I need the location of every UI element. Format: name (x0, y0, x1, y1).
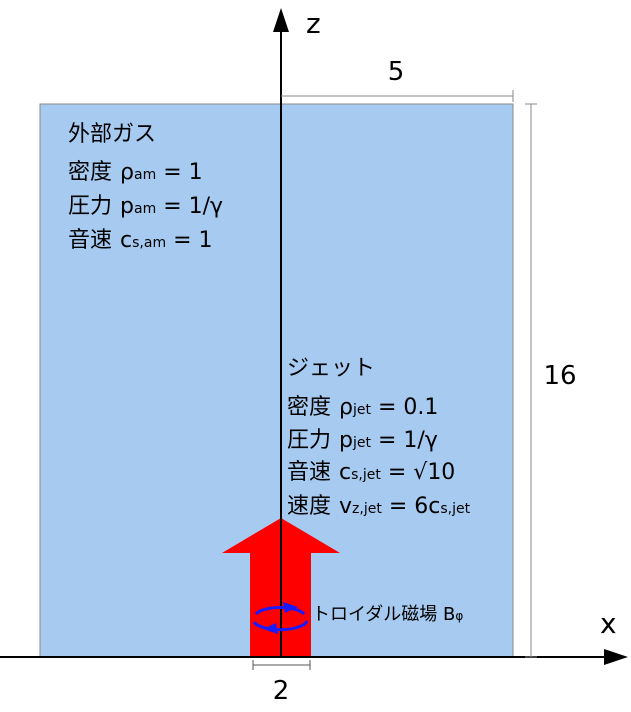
z-axis-label: z (306, 7, 321, 40)
half-width-label: 5 (388, 57, 405, 87)
jet-title: ジェット (287, 356, 375, 381)
z-axis-arrowhead (273, 8, 289, 32)
jet-width-label: 2 (273, 676, 290, 706)
x-axis-label: x (600, 607, 617, 640)
x-axis-arrowhead (604, 649, 628, 665)
height-label: 16 (543, 361, 576, 391)
ambient-title: 外部ガス (68, 122, 156, 147)
toroidal-field-loop-icon (252, 602, 309, 634)
toroidal-field-label: トロイダル磁場 Bφ (312, 604, 463, 625)
